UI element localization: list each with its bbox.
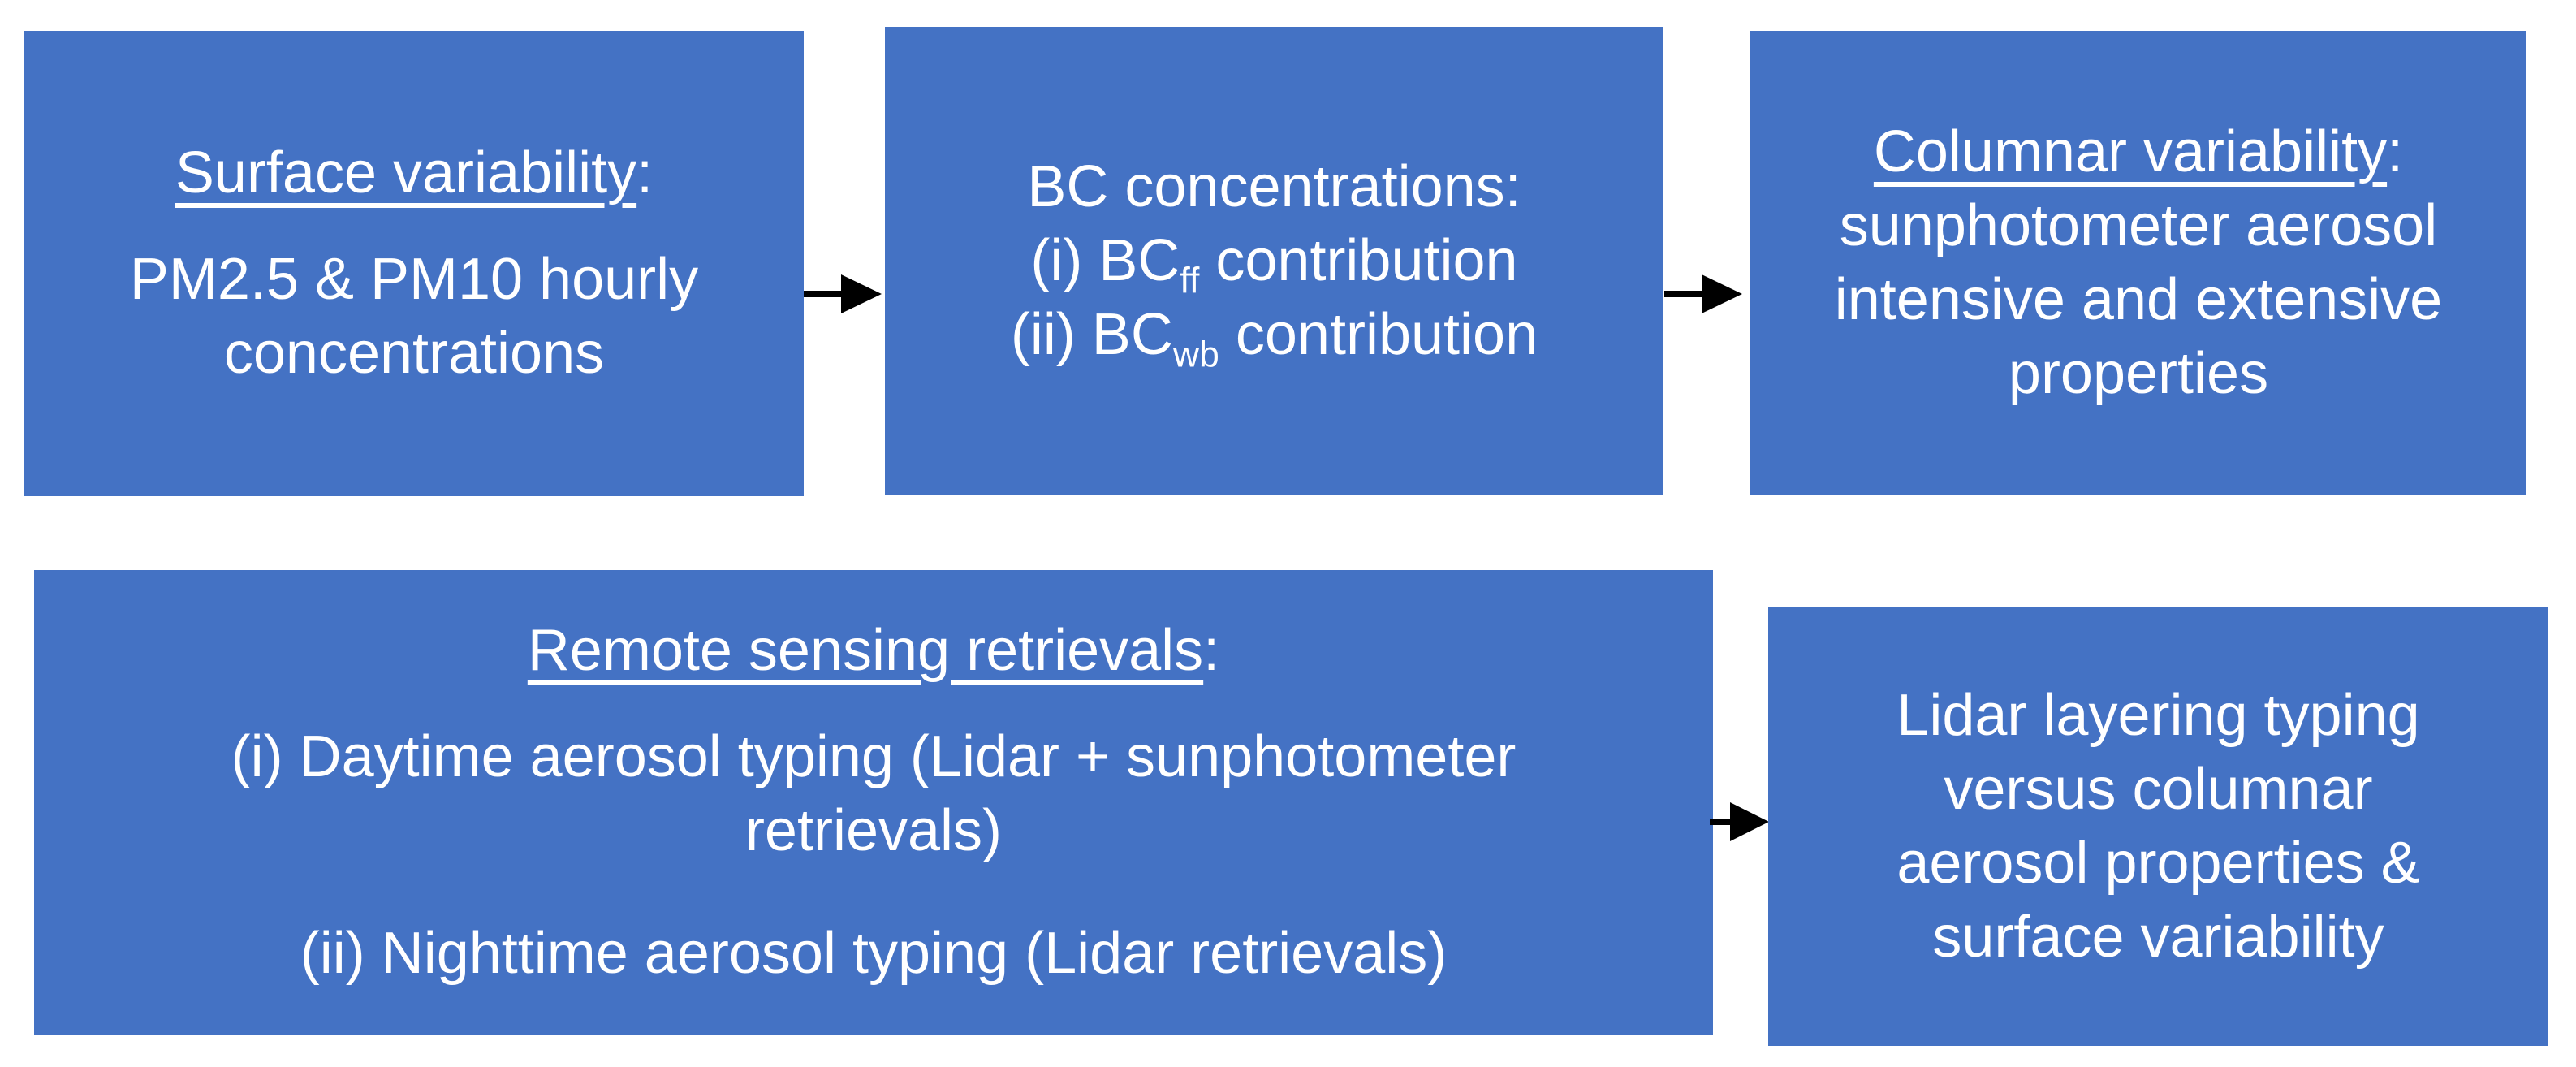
- box-body-line: retrievals): [744, 798, 1003, 863]
- arrow-shaft: [804, 291, 846, 297]
- box-surface-variability: Surface variability: PM2.5 & PM10 hourly…: [24, 31, 804, 496]
- bc-item-subscript: ff: [1180, 260, 1200, 300]
- box-bc-concentrations: BC concentrations: (i) BCff contribution…: [885, 27, 1663, 495]
- box-columnar-variability: Columnar variability: sunphotometer aero…: [1750, 31, 2526, 495]
- remote-item-daytime: (i) Daytime aerosol typing (Lidar + sunp…: [231, 720, 1517, 868]
- arrow-shaft: [1710, 819, 1734, 825]
- box-heading-colon: :: [636, 140, 654, 205]
- bc-item-subscript: wb: [1172, 334, 1219, 374]
- box-heading-text: Surface variability: [175, 140, 637, 205]
- box-body: PM2.5 & PM10 hourly concentrations: [130, 243, 698, 391]
- bc-item-suffix: contribution: [1199, 227, 1518, 293]
- box-remote-sensing-retrievals: Remote sensing retrievals: (i) Daytime a…: [34, 570, 1713, 1035]
- box-body-line: (i) Daytime aerosol typing (Lidar + sunp…: [231, 724, 1517, 789]
- box-body: sunphotometer aerosol intensive and exte…: [1835, 189, 2442, 411]
- box-body-line: sunphotometer aerosol: [1839, 193, 2438, 258]
- box-heading: Surface variability:: [175, 136, 653, 210]
- box-heading: Columnar variability:: [1874, 115, 2403, 189]
- arrow-head: [1702, 274, 1742, 313]
- box-body-line: aerosol properties &: [1896, 831, 2420, 896]
- arrow-right-icon: [1664, 274, 1742, 313]
- box-heading-colon: :: [1203, 618, 1220, 683]
- box-lidar-layering-typing: Lidar layering typing versus columnar ae…: [1768, 607, 2548, 1046]
- box-body-line: concentrations: [223, 321, 605, 386]
- box-body-line: surface variability: [1932, 905, 2384, 970]
- box-heading-text: Columnar variability: [1873, 119, 2388, 184]
- box-body: Lidar layering typing versus columnar ae…: [1896, 679, 2419, 974]
- box-heading-text: Remote sensing retrievals: [527, 618, 1204, 683]
- bc-item-prefix: (i) BC: [1030, 227, 1180, 293]
- arrow-right-icon: [804, 274, 882, 313]
- bc-item-prefix: (ii) BC: [1010, 301, 1173, 367]
- box-body-line: Lidar layering typing: [1896, 683, 2420, 748]
- box-heading: Remote sensing retrievals:: [528, 614, 1219, 688]
- box-body-line: properties: [2008, 341, 2269, 406]
- bc-item-suffix: contribution: [1219, 301, 1538, 367]
- box-body-line: (ii) Nighttime aerosol typing (Lidar ret…: [300, 921, 1448, 986]
- remote-item-nighttime: (ii) Nighttime aerosol typing (Lidar ret…: [300, 917, 1447, 991]
- box-body-line: PM2.5 & PM10 hourly: [129, 247, 699, 312]
- arrow-right-icon: [1710, 802, 1769, 841]
- arrow-shaft: [1664, 291, 1707, 297]
- arrow-head: [841, 274, 882, 313]
- box-heading: BC concentrations:: [1027, 153, 1521, 219]
- bc-item-ff: (i) BCff contribution: [1030, 224, 1518, 300]
- box-heading-colon: :: [2387, 119, 2404, 184]
- bc-item-wb: (ii) BCwb contribution: [1010, 298, 1538, 374]
- arrow-head: [1730, 802, 1769, 841]
- box-body-line: intensive and extensive: [1834, 267, 2443, 332]
- box-body-line: versus columnar: [1944, 757, 2373, 822]
